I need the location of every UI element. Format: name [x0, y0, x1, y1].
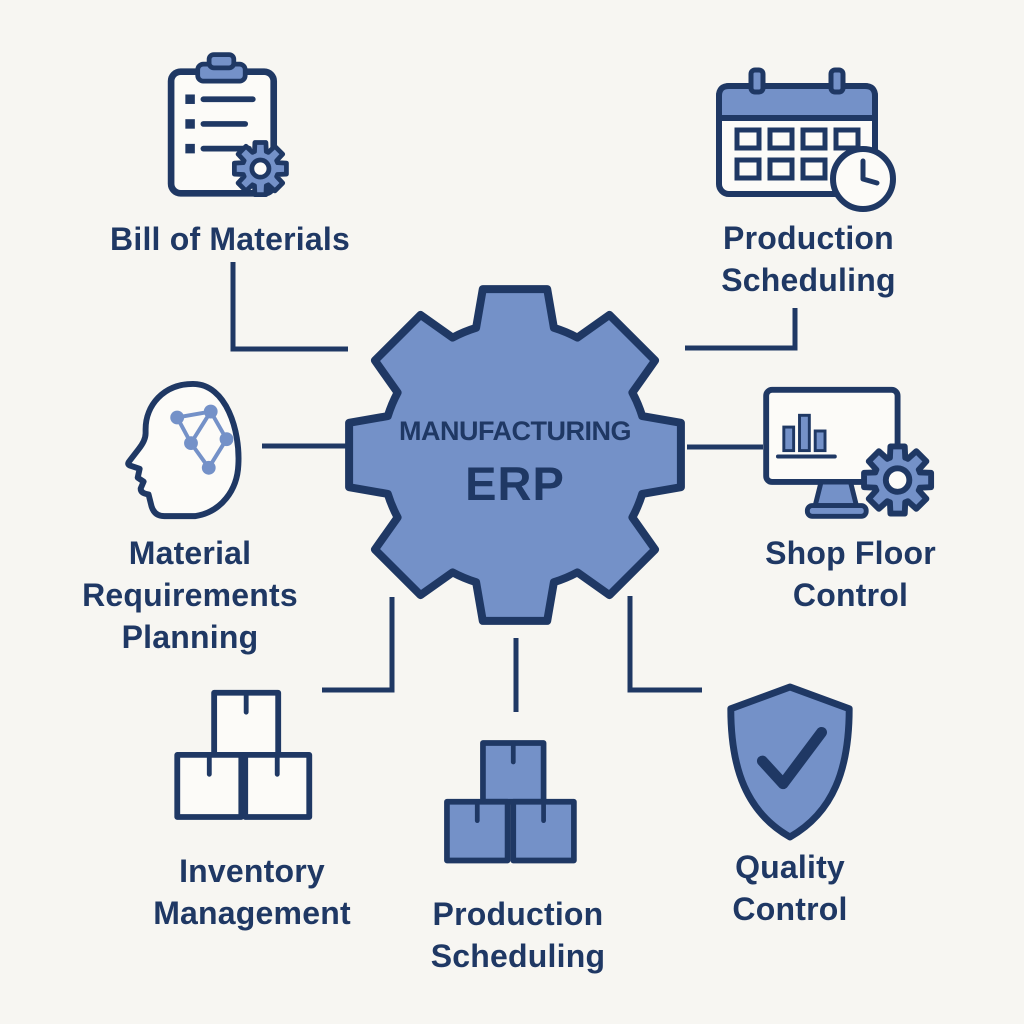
node-label: Production Scheduling: [721, 217, 895, 301]
node-label-line: Planning: [121, 619, 259, 656]
node-label-line: Control: [792, 577, 909, 614]
node-label-line: Inventory: [179, 853, 325, 889]
node-label-line: Requirements: [82, 577, 298, 614]
node-label-line: Quality: [735, 849, 845, 885]
node-label-line: Production: [432, 896, 604, 932]
node-label: Production Scheduling: [431, 893, 605, 977]
node-production-scheduling-bottom: Production Scheduling: [368, 728, 668, 977]
shield-check-icon: [727, 683, 853, 841]
node-label: Quality Control: [732, 846, 847, 930]
node-label-line: Scheduling: [721, 262, 896, 299]
connector-quality-control: [627, 596, 702, 693]
node-label-line: Shop Floor: [765, 535, 936, 571]
node-label-line: Control: [732, 891, 848, 928]
head-network-icon: [125, 380, 242, 520]
center-subtitle: ERP: [465, 457, 565, 510]
node-quality-control: Quality Control: [650, 672, 930, 930]
node-label-line: Scheduling: [430, 938, 606, 975]
gear-icon: MANUFACTURING ERP: [345, 285, 685, 625]
node-label: Bill of Materials: [110, 218, 350, 260]
node-label: Material Requirements Planning: [82, 532, 298, 659]
boxes-outline-icon: [174, 689, 313, 820]
node-label: Inventory Management: [153, 850, 351, 934]
node-label-line: Material: [128, 535, 252, 571]
boxes-filled-icon: [444, 740, 577, 864]
node-inventory-management: Inventory Management: [102, 678, 402, 934]
node-material-requirements-planning: Material Requirements Planning: [30, 365, 350, 659]
node-label-line: Bill of Materials: [110, 221, 350, 257]
node-shop-floor-control: Shop Floor Control: [708, 372, 993, 616]
node-label-line: Management: [153, 895, 351, 932]
clipboard-gear-icon: [167, 52, 289, 197]
node-label-line: Production: [723, 220, 894, 256]
connector-inventory-management: [322, 597, 395, 693]
calendar-clock-icon: [716, 67, 896, 212]
connector-bill-of-materials: [230, 262, 348, 352]
node-production-scheduling-top: Production Scheduling: [666, 45, 951, 301]
center-title: MANUFACTURING: [399, 416, 631, 446]
monitor-gear-icon: [762, 386, 934, 519]
node-bill-of-materials: Bill of Materials: [60, 40, 400, 260]
node-label: Shop Floor Control: [765, 532, 936, 616]
connector-production-scheduling-top: [685, 308, 798, 351]
